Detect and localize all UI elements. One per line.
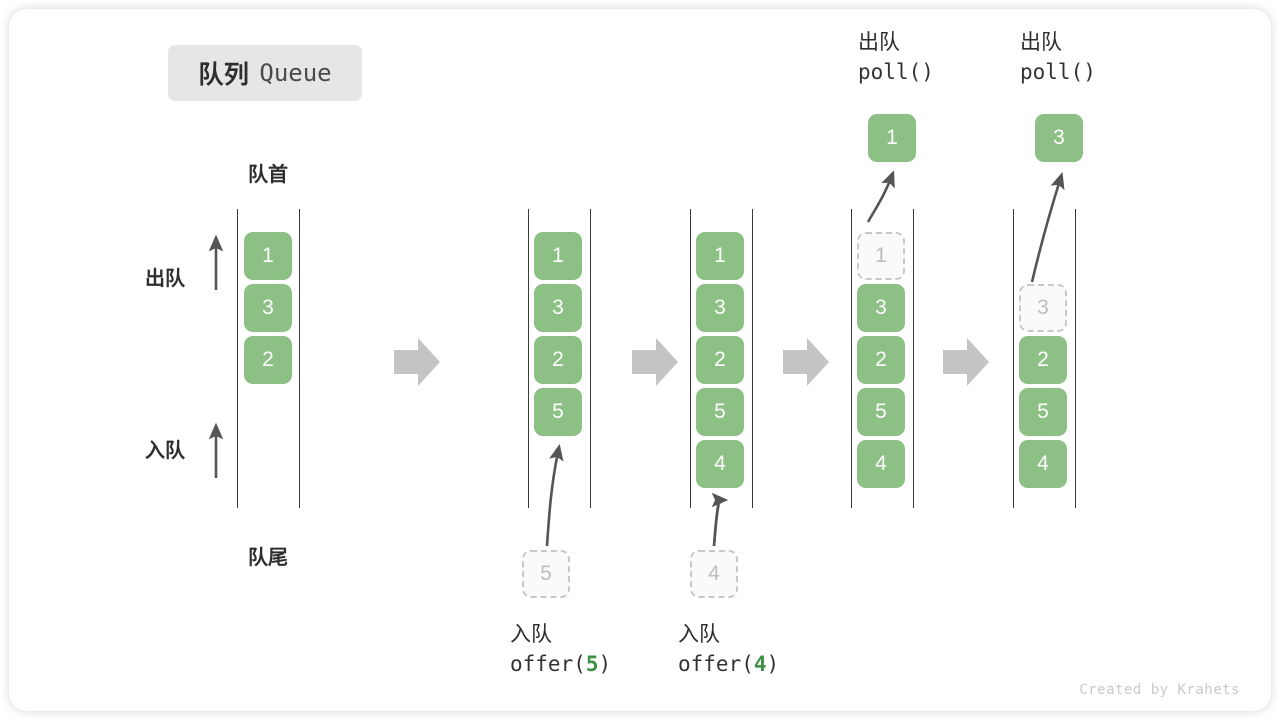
queue-item: 2 [244, 336, 292, 384]
title-badge: 队列 Queue [168, 45, 362, 101]
queue-item: 1 [696, 232, 744, 280]
queue-item: 2 [534, 336, 582, 384]
operation-name: 入队 [510, 623, 552, 646]
queue-item: 4 [857, 440, 905, 488]
rail-left-col2 [528, 209, 529, 508]
operation-code-suffix: ) [766, 651, 780, 676]
operation-code-number: 4 [753, 651, 767, 676]
operation-code-prefix: offer( [510, 651, 586, 676]
queue-tail-label: 队尾 [248, 547, 288, 569]
diagram-card [9, 9, 1271, 711]
queue-head-label: 队首 [248, 164, 288, 186]
enqueue-label: 入队 [145, 440, 185, 462]
queue-item: 3 [857, 284, 905, 332]
operation-caption-poll-3: 出队 poll() [1020, 28, 1096, 88]
title-chinese: 队列 [198, 61, 250, 89]
queue-item: 1 [244, 232, 292, 280]
operation-name: 出队 [858, 31, 900, 54]
queue-item: 2 [696, 336, 744, 384]
queue-item: 3 [534, 284, 582, 332]
rail-left-col1 [237, 209, 238, 508]
pending-item: 4 [690, 550, 738, 598]
operation-code: poll() [1020, 59, 1096, 84]
rail-left-col4 [851, 209, 852, 508]
removed-item: 3 [1019, 284, 1067, 332]
queue-item: 2 [1019, 336, 1067, 384]
operation-code-suffix: ) [598, 651, 612, 676]
queue-item-new: 4 [696, 440, 744, 488]
queue-item: 1 [534, 232, 582, 280]
dequeue-label: 出队 [145, 268, 185, 290]
pending-item: 5 [522, 550, 570, 598]
rail-right-col2 [590, 209, 591, 508]
rail-left-col5 [1013, 209, 1014, 508]
rail-left-col3 [690, 209, 691, 508]
footer-credit: Created by Krahets [1079, 682, 1240, 698]
rail-right-col3 [752, 209, 753, 508]
operation-code: offer(5) [510, 650, 611, 680]
queue-item: 2 [857, 336, 905, 384]
rail-right-col5 [1075, 209, 1076, 508]
rail-right-col4 [913, 209, 914, 508]
queue-item: 5 [1019, 388, 1067, 436]
queue-item: 5 [857, 388, 905, 436]
queue-item: 3 [696, 284, 744, 332]
title-english: Queue [259, 59, 332, 87]
operation-code-prefix: offer( [678, 651, 754, 676]
operation-name: 入队 [678, 623, 720, 646]
queue-item: 4 [1019, 440, 1067, 488]
queue-item: 3 [244, 284, 292, 332]
rail-right-col1 [299, 209, 300, 508]
operation-code: offer(4) [678, 650, 779, 680]
queue-item-new: 5 [534, 388, 582, 436]
operation-caption-offer-4: 入队 offer(4) [678, 620, 779, 680]
popped-item: 1 [868, 114, 916, 162]
queue-item: 5 [696, 388, 744, 436]
operation-caption-poll-1: 出队 poll() [858, 28, 934, 88]
operation-code: poll() [858, 59, 934, 84]
operation-name: 出队 [1020, 31, 1062, 54]
popped-item: 3 [1035, 114, 1083, 162]
operation-code-number: 5 [585, 651, 599, 676]
operation-caption-offer-5: 入队 offer(5) [510, 620, 611, 680]
removed-item: 1 [857, 232, 905, 280]
